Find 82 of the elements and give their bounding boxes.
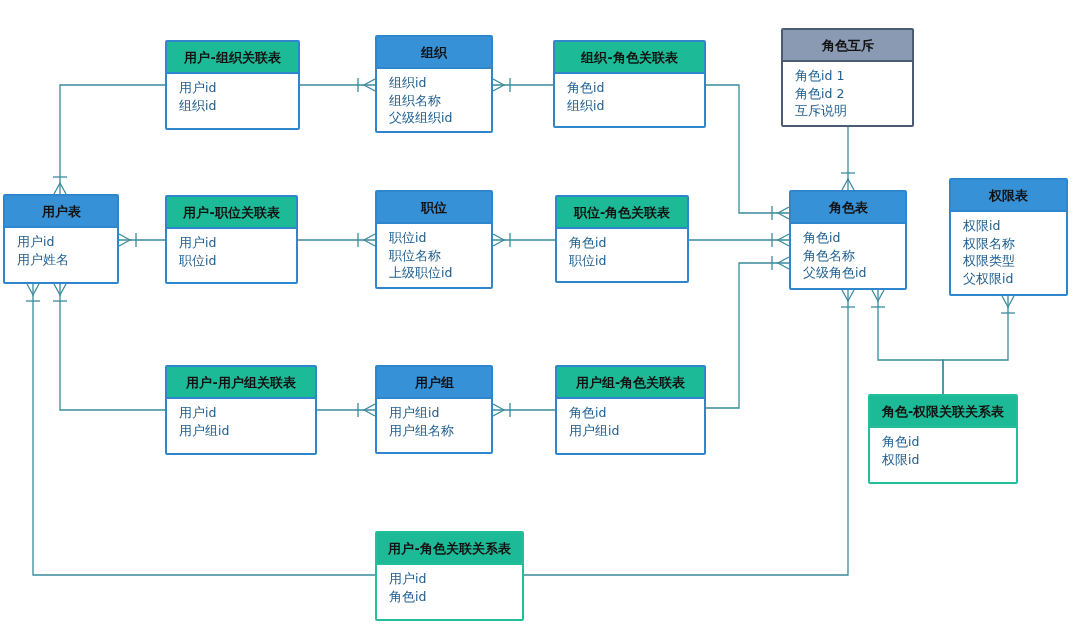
table-name: 角色互斥 — [783, 30, 912, 62]
entity-table — [3, 194, 119, 284]
relationship-line — [52, 283, 166, 411]
relationship-line — [688, 232, 790, 248]
table-name: 组织 — [377, 37, 491, 69]
field-name: 角色id — [803, 229, 841, 247]
field-name: 组织名称 — [389, 91, 441, 109]
field-name: 父级角色id — [803, 264, 867, 282]
relationship-line — [316, 402, 376, 418]
entity-table — [375, 35, 493, 133]
entity-table — [553, 40, 706, 128]
table-name: 用户表 — [5, 196, 117, 228]
relationship-line — [297, 232, 376, 248]
field-name: 上级职位id — [389, 264, 453, 282]
entity-table — [555, 365, 706, 455]
entity-table — [165, 195, 298, 284]
relationship-line — [942, 295, 1016, 395]
field-name: 用户组id — [569, 421, 620, 439]
field-name: 角色id — [569, 234, 607, 252]
table-name: 职位-角色关联表 — [557, 197, 687, 229]
field-name: 权限类型 — [963, 252, 1015, 270]
relationship-line — [705, 84, 790, 221]
table-name: 用户-角色关联关系表 — [377, 533, 522, 565]
field-name: 用户姓名 — [17, 250, 69, 268]
field-name: 角色id 2 — [795, 84, 845, 102]
table-name: 角色-权限关联关系表 — [870, 396, 1016, 428]
field-name: 角色名称 — [803, 246, 855, 264]
field-name: 权限名称 — [963, 234, 1015, 252]
field-name: 职位id — [179, 251, 217, 269]
entity-table — [789, 190, 907, 290]
field-name: 职位id — [389, 229, 427, 247]
field-name: 互斥说明 — [795, 102, 847, 120]
table-name: 用户组 — [377, 367, 491, 399]
table-name: 用户-组织关联表 — [167, 42, 298, 74]
field-name: 用户id — [179, 79, 217, 97]
entity-table — [555, 195, 689, 283]
field-name: 角色id — [567, 79, 605, 97]
relationship-line — [705, 255, 790, 409]
field-name: 用户id — [389, 570, 427, 588]
table-name: 用户-职位关联表 — [167, 197, 296, 229]
field-name: 用户id — [17, 233, 55, 251]
table-name: 用户组-角色关联表 — [557, 367, 704, 399]
field-name: 用户组名称 — [389, 421, 454, 439]
field-name: 用户组id — [389, 404, 440, 422]
field-name: 组织id — [567, 96, 605, 114]
table-name: 角色表 — [791, 192, 905, 224]
field-name: 角色id — [389, 587, 427, 605]
relationship-line — [523, 289, 856, 576]
field-name: 组织id — [179, 96, 217, 114]
field-name: 角色id — [882, 433, 920, 451]
field-name: 职位id — [569, 251, 607, 269]
entity-table — [375, 190, 493, 289]
field-name: 用户id — [179, 404, 217, 422]
relationship-line — [52, 84, 166, 195]
relationship-line — [492, 232, 556, 248]
relationship-line — [840, 126, 856, 191]
field-name: 职位名称 — [389, 246, 441, 264]
table-name: 组织-角色关联表 — [555, 42, 704, 74]
table-name: 权限表 — [951, 180, 1066, 212]
table-name: 职位 — [377, 192, 491, 224]
entity-table — [868, 394, 1018, 484]
entity-table — [781, 28, 914, 127]
relationship-line — [492, 77, 554, 93]
field-name: 权限id — [882, 450, 920, 468]
relationship-line — [118, 232, 166, 248]
entity-table — [949, 178, 1068, 296]
relationship-line — [25, 283, 376, 576]
entity-table — [375, 531, 524, 621]
relationship-line — [492, 402, 556, 418]
entity-table — [165, 365, 317, 455]
field-name: 用户组id — [179, 421, 230, 439]
field-name: 父级组织id — [389, 109, 453, 127]
field-name: 用户id — [179, 234, 217, 252]
field-name: 权限id — [963, 217, 1001, 235]
field-name: 角色id 1 — [795, 67, 845, 85]
entity-table — [375, 365, 493, 454]
field-name: 角色id — [569, 404, 607, 422]
field-name: 父权限id — [963, 269, 1014, 287]
table-name: 用户-用户组关联表 — [167, 367, 315, 399]
relationship-line — [299, 77, 376, 93]
field-name: 组织id — [389, 74, 427, 92]
entity-table — [165, 40, 300, 130]
